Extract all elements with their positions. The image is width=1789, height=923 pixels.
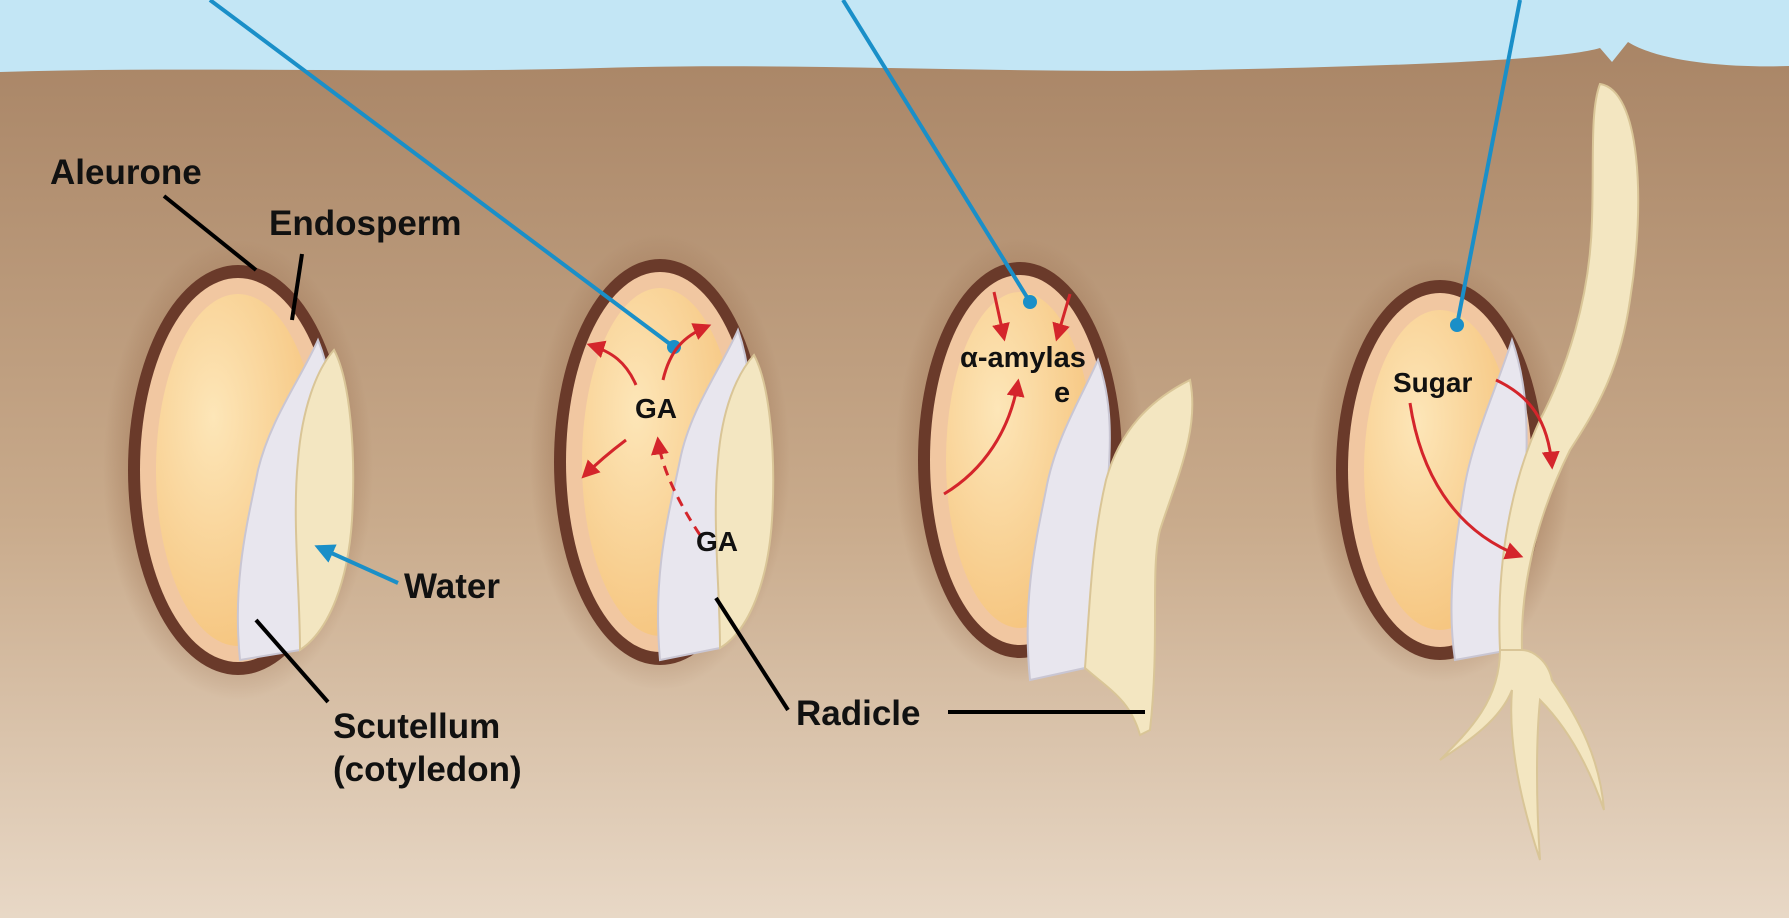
seed-2 [530, 234, 790, 690]
label-water: Water [404, 567, 500, 606]
label-aleurone: Aleurone [50, 153, 202, 192]
label-radicle: Radicle [796, 694, 921, 733]
label-amylase-1: α-amylas [960, 342, 1086, 374]
label-ga-embryo: GA [696, 526, 738, 557]
seed-1 [103, 240, 373, 700]
label-endosperm: Endosperm [269, 204, 462, 243]
label-ga-top: GA [635, 393, 677, 424]
label-amylase-2: e [1054, 377, 1070, 409]
label-scutellum: Scutellum [333, 707, 500, 746]
label-cotyledon: (cotyledon) [333, 750, 522, 789]
label-sugar: Sugar [1393, 367, 1472, 398]
